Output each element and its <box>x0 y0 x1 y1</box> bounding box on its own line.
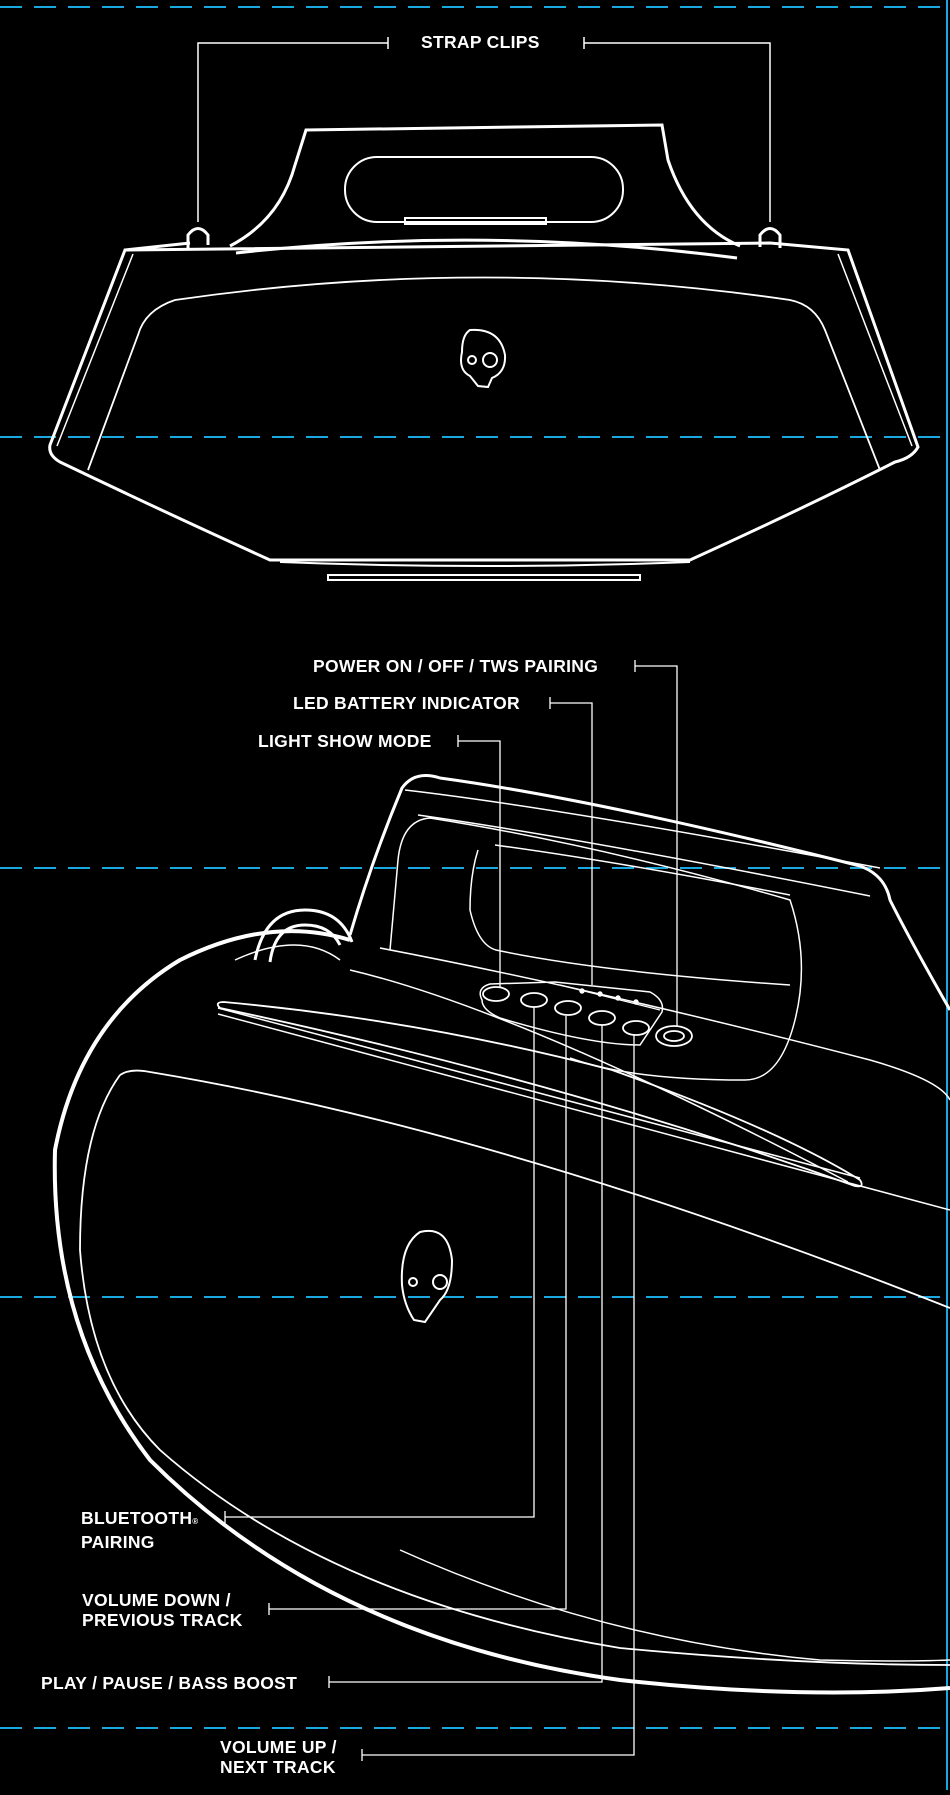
power-button-ring-icon <box>663 1030 685 1042</box>
skull-logo-icon <box>400 1229 454 1324</box>
play-pause-button-icon <box>588 1010 616 1026</box>
light-show-leader <box>458 740 501 988</box>
volume-down-label-line2: PREVIOUS TRACK <box>82 1610 243 1630</box>
led-leader <box>550 702 593 985</box>
volume-down-label-line1: VOLUME DOWN / <box>82 1590 231 1610</box>
led-indicator-icon <box>579 988 585 994</box>
volume-up-leader <box>362 1035 635 1756</box>
light-show-label: LIGHT SHOW MODE <box>258 731 432 751</box>
registered-mark: ® <box>192 1517 199 1526</box>
guide-lines <box>0 6 950 1729</box>
led-battery-label: LED BATTERY INDICATOR <box>293 693 520 713</box>
volume-down-label: VOLUME DOWN / PREVIOUS TRACK <box>82 1590 243 1630</box>
volume-up-label-line2: NEXT TRACK <box>220 1757 336 1777</box>
light-show-button-icon <box>482 986 510 1002</box>
power-leader <box>635 665 678 1026</box>
play-pause-label: PLAY / PAUSE / BASS BOOST <box>41 1673 298 1693</box>
bluetooth-label-line2: PAIRING <box>81 1532 155 1552</box>
led-indicator-icon <box>597 991 603 997</box>
volume-up-button-icon <box>622 1020 650 1036</box>
power-button-icon <box>655 1025 693 1047</box>
skull-logo-icon <box>460 328 507 389</box>
speaker-side-view <box>52 774 950 1695</box>
bluetooth-leader <box>225 1007 535 1518</box>
bluetooth-label-line1: BLUETOOTH <box>81 1508 193 1528</box>
power-label: POWER ON / OFF / TWS PAIRING <box>313 656 599 676</box>
bluetooth-button-icon <box>520 992 548 1008</box>
volume-up-label: VOLUME UP / NEXT TRACK <box>220 1737 337 1777</box>
speaker-top-view <box>48 123 920 581</box>
bluetooth-pairing-label: BLUETOOTH® PAIRING <box>81 1508 198 1552</box>
volume-down-button-icon <box>554 1000 582 1016</box>
control-leaders <box>224 660 678 1761</box>
volume-up-label-line1: VOLUME UP / <box>220 1737 337 1757</box>
led-indicator-icon <box>615 995 621 1001</box>
control-buttons <box>482 986 693 1047</box>
volume-down-leader <box>269 1016 567 1610</box>
strap-clips-leaders <box>197 37 771 222</box>
strap-clips-label: STRAP CLIPS <box>421 32 540 52</box>
led-indicator-icon <box>633 999 639 1005</box>
play-pause-leader <box>329 1025 603 1683</box>
